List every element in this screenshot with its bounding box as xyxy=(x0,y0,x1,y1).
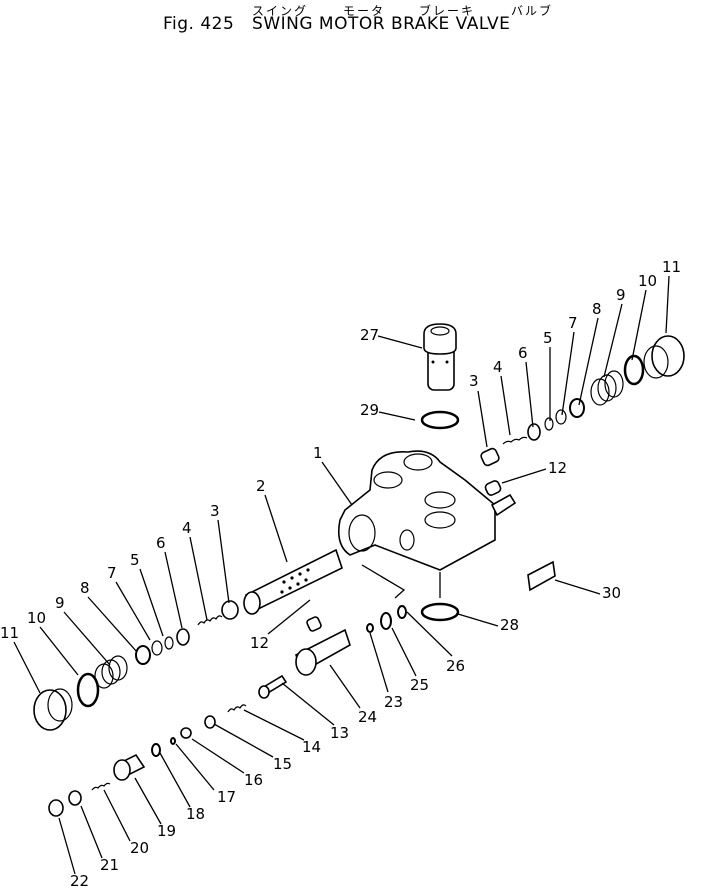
leader-line-24 xyxy=(329,664,361,709)
callout-12b: 12 xyxy=(548,459,567,477)
leader-line-19 xyxy=(134,777,162,825)
part-29-o-ring xyxy=(420,410,460,430)
leader-line-22 xyxy=(58,817,76,875)
leader-line-6b xyxy=(525,361,534,428)
callout-27: 27 xyxy=(360,326,379,344)
katakana-brake: ブレーキ xyxy=(419,4,476,18)
leader-line-7b xyxy=(561,331,575,416)
callout-21: 21 xyxy=(100,856,119,874)
callout-20: 20 xyxy=(130,839,149,857)
part-30-plate xyxy=(527,560,556,592)
callout-19: 19 xyxy=(157,822,176,840)
callout-5a: 5 xyxy=(130,551,140,569)
title-katakana: スイング モータ ブレーキ バルブ xyxy=(0,2,705,18)
leader-line-4b xyxy=(500,375,511,436)
leader-line-13 xyxy=(281,682,335,726)
callout-4b: 4 xyxy=(493,358,503,376)
leader-line-4a xyxy=(189,536,208,621)
callout-11a: 11 xyxy=(0,624,19,642)
callout-3b: 3 xyxy=(469,372,479,390)
callout-6b: 6 xyxy=(518,344,528,362)
leader-line-14 xyxy=(243,709,305,741)
callout-11b: 11 xyxy=(662,258,681,276)
callout-5b: 5 xyxy=(543,329,553,347)
part-28-o-ring xyxy=(420,602,460,622)
part-27-bolt xyxy=(423,323,457,391)
leader-line-12b xyxy=(501,468,547,484)
callout-8a: 8 xyxy=(80,579,90,597)
callout-16: 16 xyxy=(244,771,263,789)
leader-line-21 xyxy=(80,805,103,859)
callout-17: 17 xyxy=(217,788,236,806)
leader-line-1 xyxy=(321,461,353,506)
leader-line-3a xyxy=(217,519,230,604)
leader-line-9a xyxy=(63,611,111,666)
callout-28: 28 xyxy=(500,616,519,634)
leader-line-12a xyxy=(267,599,311,635)
lower-parts-stack xyxy=(48,605,407,817)
callout-8b: 8 xyxy=(592,300,602,318)
leader-line-5a xyxy=(139,568,164,637)
callout-9b: 9 xyxy=(616,286,626,304)
katakana-swing: スイング xyxy=(252,4,309,18)
callout-labels: 1234657891011122729346578910111228302625… xyxy=(0,258,681,890)
callout-14: 14 xyxy=(302,738,321,756)
figure-title: Fig. 425 SWING MOTOR BRAKE VALVE xyxy=(163,14,511,34)
katakana-valve: バルブ xyxy=(511,4,554,18)
leader-line-8a xyxy=(87,596,138,653)
leader-line-23 xyxy=(369,632,389,693)
leader-line-3b xyxy=(477,390,488,448)
callout-7b: 7 xyxy=(568,314,578,332)
callout-15: 15 xyxy=(273,755,292,773)
callout-12a: 12 xyxy=(250,634,269,652)
left-parts-stack xyxy=(33,548,343,731)
callout-2: 2 xyxy=(256,477,266,495)
callout-26: 26 xyxy=(446,657,465,675)
callout-18: 18 xyxy=(186,805,205,823)
leader-line-10b xyxy=(631,289,647,361)
leader-line-7a xyxy=(115,581,151,641)
leader-line-27 xyxy=(377,335,423,349)
leader-line-28 xyxy=(457,613,499,627)
callout-3a: 3 xyxy=(210,502,220,520)
leader-line-2 xyxy=(264,494,288,563)
callout-30: 30 xyxy=(602,584,621,602)
leader-line-20 xyxy=(103,789,131,842)
callout-25: 25 xyxy=(410,676,429,694)
leader-line-15 xyxy=(213,723,274,758)
callout-13: 13 xyxy=(330,724,349,742)
leader-line-11a xyxy=(13,641,41,694)
callout-7a: 7 xyxy=(107,564,117,582)
leader-line-16 xyxy=(191,738,245,774)
callout-10a: 10 xyxy=(27,609,46,627)
katakana-motor: モータ xyxy=(343,4,386,18)
callout-29: 29 xyxy=(360,401,379,419)
callout-6a: 6 xyxy=(156,534,166,552)
leader-line-18 xyxy=(159,752,191,808)
leader-line-26 xyxy=(406,611,453,657)
callout-9a: 9 xyxy=(55,594,65,612)
leader-line-17 xyxy=(175,743,215,791)
callout-10b: 10 xyxy=(638,272,657,290)
callout-1: 1 xyxy=(313,444,323,462)
callout-4a: 4 xyxy=(182,519,192,537)
leader-line-25 xyxy=(391,627,417,677)
callout-22: 22 xyxy=(70,872,89,890)
callout-23: 23 xyxy=(384,693,403,711)
part-1-valve-body xyxy=(337,450,517,599)
leader-line-10a xyxy=(39,626,79,676)
leader-line-9b xyxy=(603,303,623,378)
leader-line-6a xyxy=(164,551,183,629)
leader-line-29 xyxy=(378,411,416,421)
callout-24: 24 xyxy=(358,708,377,726)
leader-line-11b xyxy=(665,275,670,334)
leader-line-8b xyxy=(578,317,599,406)
leader-line-30 xyxy=(554,579,601,595)
right-parts-stack xyxy=(480,335,685,496)
